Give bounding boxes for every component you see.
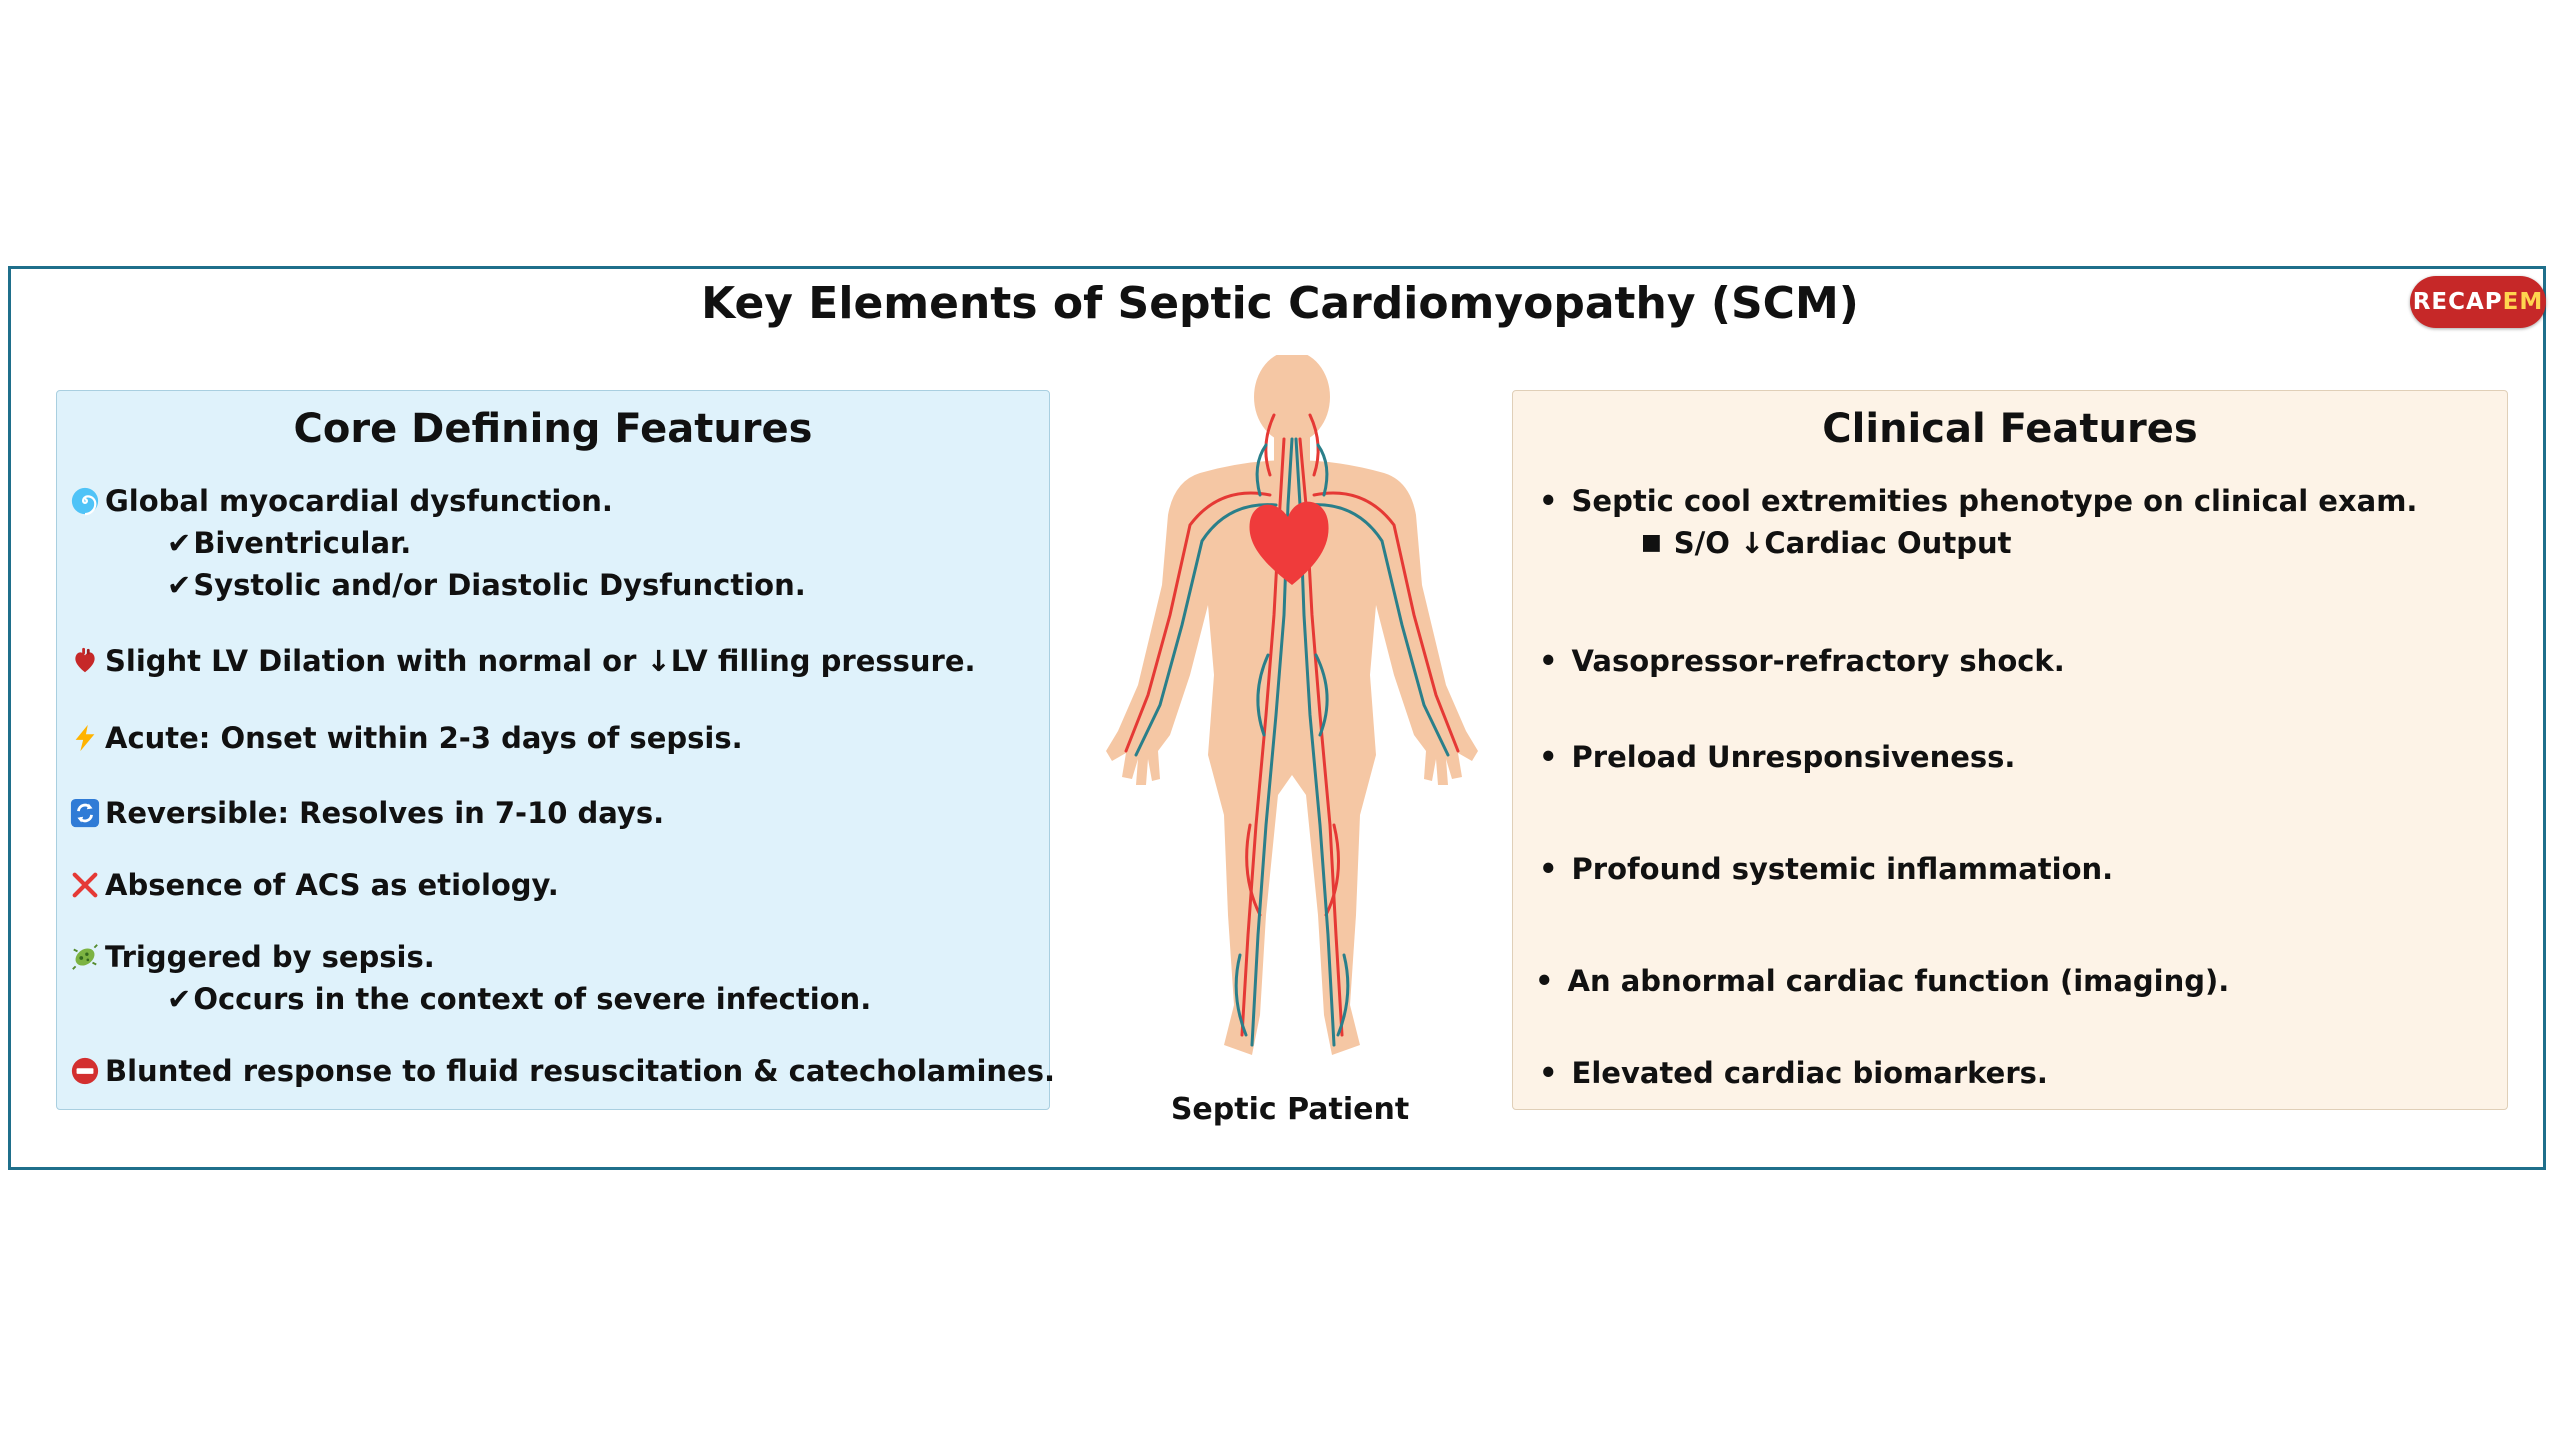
heart-icon	[69, 645, 101, 677]
clinical-text: Profound systemic inflammation.	[1571, 852, 2114, 886]
clinical-text: An abnormal cardiac function (imaging).	[1567, 964, 2230, 998]
bullet-icon: •	[1539, 484, 1558, 518]
feature-text: Blunted response to fluid resuscitation …	[105, 1054, 1055, 1088]
clinical-biomarkers: • Elevated cardiac biomarkers.	[1539, 1053, 2048, 1093]
microbe-icon	[69, 941, 101, 973]
feature-blunted-response: Blunted response to fluid resuscitation …	[69, 1051, 1055, 1091]
clinical-features-title: Clinical Features	[1822, 406, 2198, 452]
feature-systolic-diastolic: ✔ Systolic and/or Diastolic Dysfunction.	[167, 565, 806, 605]
square-bullet-icon: ■	[1641, 530, 1662, 555]
page-title: Key Elements of Septic Cardiomyopathy (S…	[701, 278, 1859, 329]
lightning-icon	[69, 722, 101, 754]
feature-text: Global myocardial dysfunction.	[105, 484, 613, 518]
feature-acute-onset: Acute: Onset within 2-3 days of sepsis.	[69, 718, 743, 758]
core-features-title: Core Defining Features	[293, 406, 813, 452]
clinical-cardiac-output: ■ S/O ↓Cardiac Output	[1641, 523, 2011, 563]
bullet-icon: •	[1539, 852, 1558, 886]
clinical-features-panel: Clinical Features • Septic cool extremit…	[1512, 390, 2508, 1110]
feature-absence-acs: Absence of ACS as etiology.	[69, 865, 559, 905]
bullet-icon: •	[1539, 740, 1558, 774]
feature-text: Slight LV Dilation with normal or ↓LV fi…	[105, 644, 976, 678]
circulatory-system-illustration	[1106, 351, 1478, 1055]
clinical-text: Preload Unresponsiveness.	[1571, 740, 2016, 774]
clinical-text: Vasopressor-refractory shock.	[1571, 644, 2065, 678]
check-icon: ✔	[167, 568, 192, 602]
logo-text: RECAP	[2412, 289, 2503, 315]
body-figure	[1070, 351, 1510, 1095]
clinical-cardiac-imaging: • An abnormal cardiac function (imaging)…	[1535, 961, 2229, 1001]
feature-text: Systolic and/or Diastolic Dysfunction.	[193, 568, 806, 602]
bullet-icon: •	[1535, 964, 1554, 998]
clinical-text: Elevated cardiac biomarkers.	[1571, 1056, 2048, 1090]
feature-text: Absence of ACS as etiology.	[105, 868, 559, 902]
feature-severe-infection: ✔ Occurs in the context of severe infect…	[167, 979, 871, 1019]
logo-accent-text: EM	[2502, 289, 2544, 315]
bullet-icon: •	[1539, 1056, 1558, 1090]
feature-text: Biventricular.	[193, 526, 412, 560]
heart-shape	[1249, 501, 1329, 585]
clinical-inflammation: • Profound systemic inflammation.	[1539, 849, 2113, 889]
clinical-preload: • Preload Unresponsiveness.	[1539, 737, 2015, 777]
content-frame	[8, 266, 2546, 1170]
feature-biventricular: ✔ Biventricular.	[167, 523, 411, 563]
feature-reversible: Reversible: Resolves in 7-10 days.	[69, 793, 664, 833]
core-features-panel: Core Defining Features Global myocardial…	[56, 390, 1055, 1110]
no-entry-icon	[69, 1055, 101, 1087]
bullet-icon: •	[1539, 644, 1558, 678]
cross-icon	[69, 869, 101, 901]
refresh-icon	[69, 797, 101, 829]
spiral-icon	[69, 485, 101, 517]
clinical-vasopressor-shock: • Vasopressor-refractory shock.	[1539, 641, 2065, 681]
figure-caption: Septic Patient	[1170, 1092, 1410, 1127]
feature-lv-dilation: Slight LV Dilation with normal or ↓LV fi…	[69, 641, 976, 681]
feature-global-dysfunction: Global myocardial dysfunction.	[69, 481, 613, 521]
feature-text: Triggered by sepsis.	[105, 940, 435, 974]
feature-triggered-sepsis: Triggered by sepsis.	[69, 937, 435, 977]
check-icon: ✔	[167, 982, 192, 1016]
clinical-cool-extremities: • Septic cool extremities phenotype on c…	[1539, 481, 2417, 521]
feature-text: Acute: Onset within 2-3 days of sepsis.	[105, 721, 743, 755]
feature-text: Reversible: Resolves in 7-10 days.	[105, 796, 665, 830]
clinical-text: Septic cool extremities phenotype on cli…	[1571, 484, 2418, 518]
check-icon: ✔	[167, 526, 192, 560]
feature-text: Occurs in the context of severe infectio…	[193, 982, 872, 1016]
clinical-text: S/O ↓Cardiac Output	[1673, 526, 2012, 560]
